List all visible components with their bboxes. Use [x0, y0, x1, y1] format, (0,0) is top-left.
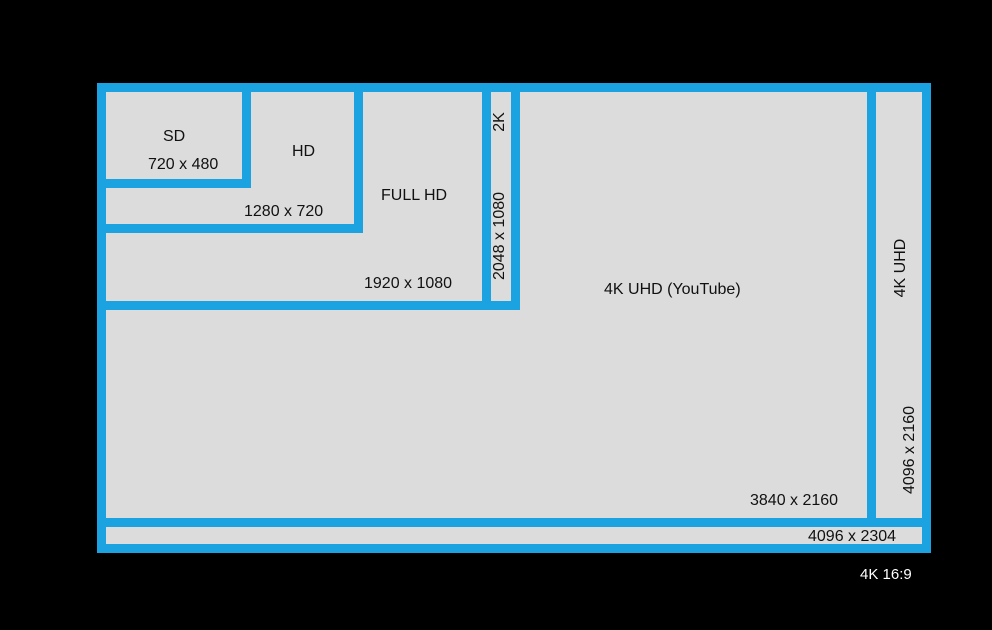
frame-sd-720x480 — [97, 83, 251, 188]
aspect-caption: 4K 16:9 — [860, 566, 912, 583]
4k-uhd-name-label: 4K UHD — [892, 238, 909, 298]
hd-dims-label: 1280 x 720 — [244, 203, 324, 220]
4k-uhd-dims-label: 4096 x 2160 — [901, 405, 918, 495]
4k-uhd-youtube-dims-label: 3840 x 2160 — [750, 492, 839, 509]
full-hd-dims-label: 1920 x 1080 — [364, 275, 453, 292]
4k-uhd-youtube-name-label: 4K UHD (YouTube) — [604, 281, 741, 298]
full-hd-name-label: FULL HD — [381, 187, 448, 204]
sd-name-label: SD — [163, 128, 186, 145]
sd-dims-label: 720 x 480 — [148, 156, 219, 173]
2k-name-label: 2K — [491, 112, 508, 132]
hd-name-label: HD — [292, 143, 316, 160]
4096x2304-dims-label: 4096 x 2304 — [808, 528, 897, 545]
2k-dims-label: 2048 x 1080 — [491, 191, 508, 281]
